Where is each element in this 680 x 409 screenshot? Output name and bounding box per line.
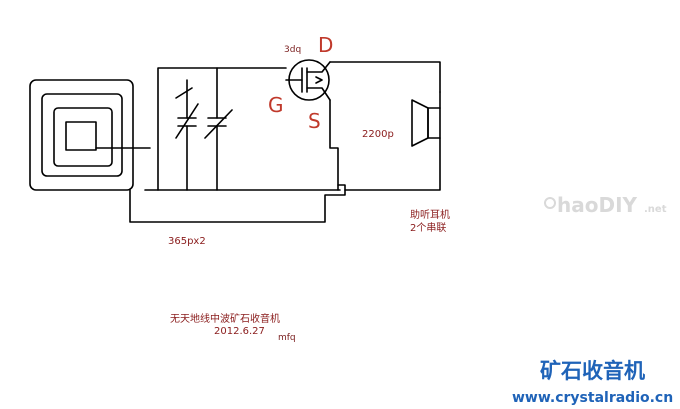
variable-capacitor-2 — [204, 67, 233, 191]
earphone-icon — [344, 91, 441, 191]
drain-wire — [329, 61, 441, 93]
variable-cap-label: 365px2 — [168, 236, 206, 247]
bottom-rail — [129, 184, 346, 223]
source-hand-label: S — [308, 109, 321, 133]
diagram-title: 无天地线中波矿石收音机 — [170, 312, 280, 325]
author-label: mfq — [278, 333, 296, 343]
site-watermark-url: www.crystalradio.cn — [512, 390, 673, 406]
haodiy-watermark: haoDIY .net — [544, 193, 667, 217]
drain-label: 3dq — [284, 45, 301, 55]
earphone-label-line1: 助听耳机 — [410, 208, 450, 221]
svg-text:haoDIY: haoDIY — [557, 193, 638, 217]
source-wire — [329, 99, 339, 191]
top-rail — [157, 67, 287, 191]
drain-hand-label: D — [318, 33, 333, 57]
loop-antenna — [29, 79, 134, 191]
svg-text:.net: .net — [644, 204, 667, 215]
site-watermark-cn: 矿石收音机 — [540, 359, 645, 383]
variable-capacitor-1 — [175, 79, 199, 191]
gate-hand-label: G — [268, 93, 284, 117]
diagram-date: 2012.6.27 — [214, 326, 265, 337]
earphone-label-line2: 2个串联 — [410, 222, 446, 234]
fet-transistor — [285, 59, 331, 101]
capacitor-value-label: 2200p — [362, 129, 394, 140]
